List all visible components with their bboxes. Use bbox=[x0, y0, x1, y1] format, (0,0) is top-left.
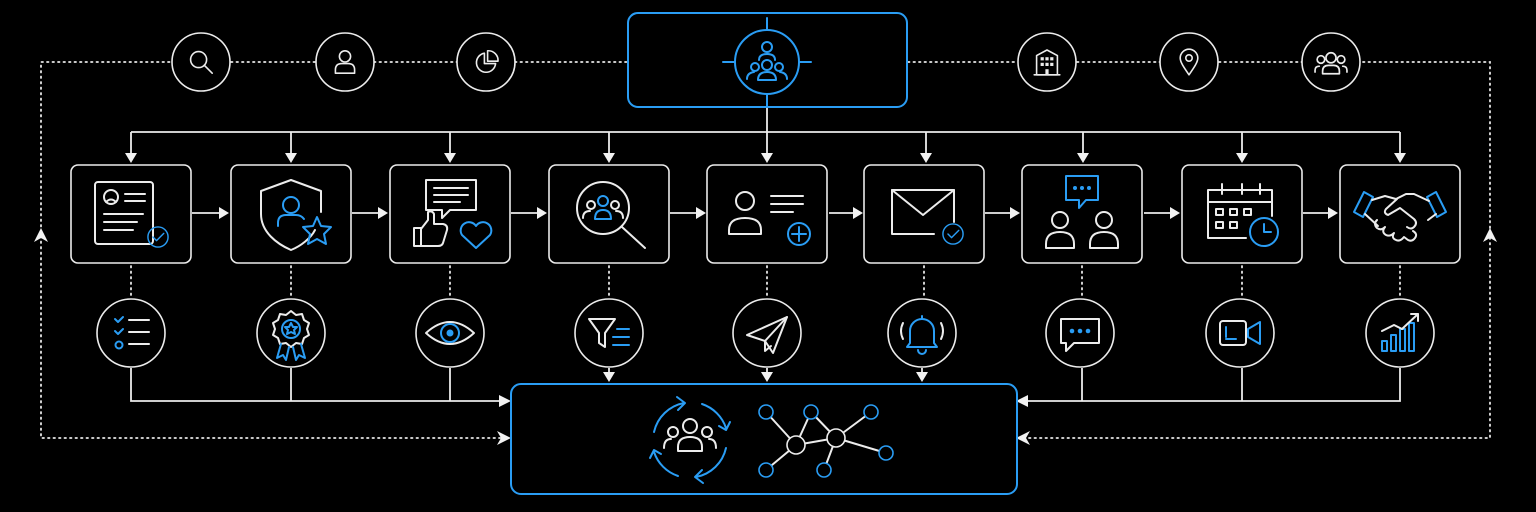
calendar-clock-icon bbox=[1181, 164, 1303, 264]
add-contact-card-icon bbox=[706, 164, 828, 264]
conversation-icon bbox=[1021, 164, 1143, 264]
eye-icon bbox=[415, 298, 485, 368]
stage-boxes bbox=[70, 164, 1461, 264]
building-icon bbox=[1017, 32, 1077, 92]
collection-lines bbox=[130, 368, 1401, 402]
loop-arrow-left bbox=[34, 228, 48, 242]
award-badge-icon bbox=[256, 298, 326, 368]
team-cycle-icon bbox=[649, 396, 731, 484]
loop-arrow-right bbox=[1483, 228, 1497, 242]
email-check-icon bbox=[863, 164, 985, 264]
feedback-loop-right bbox=[1023, 61, 1491, 439]
people-search-icon bbox=[548, 164, 670, 264]
sub-circles bbox=[96, 298, 1435, 368]
chat-bubble-icon bbox=[1045, 298, 1115, 368]
hub-distribution-lines bbox=[130, 107, 1401, 156]
result-box bbox=[510, 383, 1018, 495]
hub-box bbox=[627, 12, 908, 108]
user-icon bbox=[315, 32, 375, 92]
connectors bbox=[34, 61, 1497, 445]
resume-check-icon bbox=[70, 164, 192, 264]
growth-chart-icon bbox=[1365, 298, 1435, 368]
stage-arrows bbox=[192, 207, 1338, 219]
filter-list-icon bbox=[574, 298, 644, 368]
chat-like-heart-icon bbox=[389, 164, 511, 264]
video-call-icon bbox=[1205, 298, 1275, 368]
network-graph-icon bbox=[758, 404, 894, 478]
bell-ringing-icon bbox=[887, 298, 957, 368]
feedback-loop-left bbox=[40, 61, 504, 439]
send-icon bbox=[732, 298, 802, 368]
target-audience-icon bbox=[722, 17, 812, 107]
top-icons bbox=[171, 32, 1361, 92]
search-icon bbox=[171, 32, 231, 92]
stage-sub-links bbox=[130, 265, 1401, 299]
shield-user-star-icon bbox=[230, 164, 352, 264]
distribution-arrowheads bbox=[125, 153, 1406, 163]
handshake-icon bbox=[1339, 164, 1461, 264]
pie-chart-icon bbox=[456, 32, 516, 92]
checklist-icon bbox=[96, 298, 166, 368]
group-icon bbox=[1301, 32, 1361, 92]
location-pin-icon bbox=[1159, 32, 1219, 92]
